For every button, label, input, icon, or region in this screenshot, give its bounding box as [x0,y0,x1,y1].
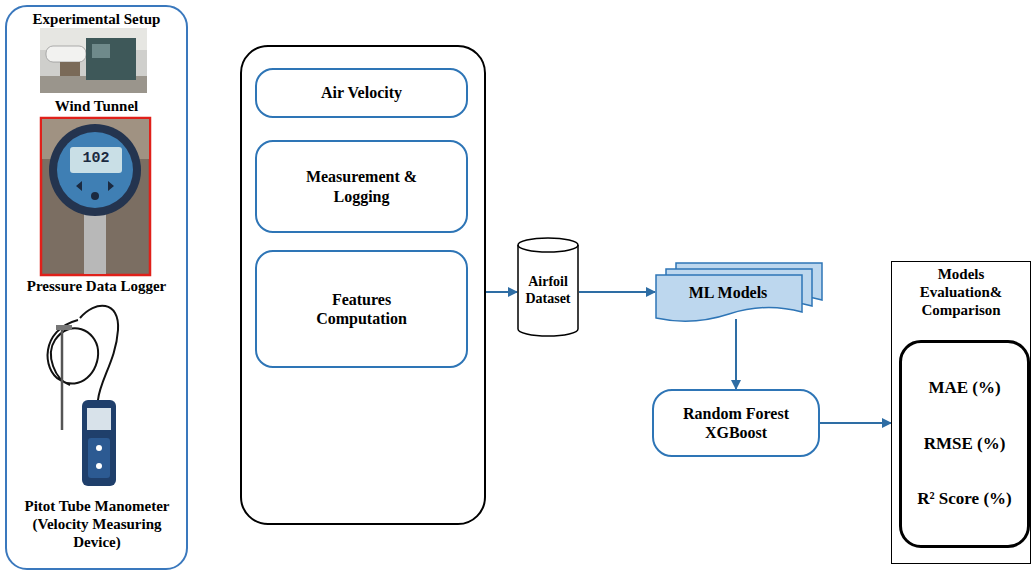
database-cylinder: Airfoil Dataset [517,237,579,337]
wind-tunnel-photo [40,28,147,93]
node-text: Airfoil Dataset [523,266,573,308]
flow-arrow [486,291,517,293]
process-box: Air Velocity [255,68,468,118]
node-text: R² Score (%) [917,489,1011,509]
setup-panel: Experimental SetupWind TunnelPressure Da… [5,5,188,570]
node-text: Wind Tunnel [7,97,186,115]
manometer-screen [87,408,111,430]
process-box: Measurement & Logging [255,140,468,233]
pitot-manometer-drawing [48,306,119,486]
node-text: MAE (%) [928,378,1000,398]
node-text: Models Evaluation& Comparison [901,265,1021,319]
logger-stem [84,212,106,274]
tunnel-duct [46,46,86,62]
logger-face [57,132,133,208]
tunnel-section [86,38,136,80]
pressure-logger-photo [41,118,150,275]
pitot-tubing [48,320,99,385]
logger-case [49,124,141,216]
manometer-keypad [88,438,110,478]
node-text: Random Forest XGBoost [674,404,799,442]
flow-arrow [820,422,891,424]
flow-arrow [579,291,655,293]
flow-arrow [735,319,737,389]
process-box: Features Computation [255,250,468,368]
node-text: ML Models [655,283,801,302]
pitot-probe [61,330,64,430]
process-panel: Air VelocityMeasurement & LoggingFeature… [240,45,486,525]
manometer-body [82,400,116,486]
logger-buttons [76,181,114,191]
node-text: Experimental Setup [7,10,186,28]
pitot-tubing [80,306,118,400]
node-text: Air Velocity [321,83,402,102]
node-text: Features Computation [307,290,417,328]
logger-button [91,192,99,200]
manometer-key [96,463,102,469]
model-box: Random Forest XGBoost [652,389,820,457]
pitot-tip [56,325,72,330]
document-stack: ML Models [655,262,823,324]
manometer-key [96,445,102,451]
node-text: Measurement & Logging [294,167,429,205]
node-text: RMSE (%) [924,434,1006,454]
metrics-box: MAE (%) RMSE (%) R² Score (%) [899,340,1030,548]
photo-ground [40,28,147,93]
tunnel-table [60,62,80,76]
node-text: Pitot Tube Manometer (Velocity Measuring… [13,497,181,551]
node-text: Pressure Data Logger [7,277,186,295]
photo-frame [41,118,150,275]
tunnel-window [92,44,110,58]
logger-display [70,147,122,173]
evaluation-panel: Models Evaluation& ComparisonMAE (%) RMSE… [891,261,1031,564]
display-reading: 102 [70,150,122,168]
